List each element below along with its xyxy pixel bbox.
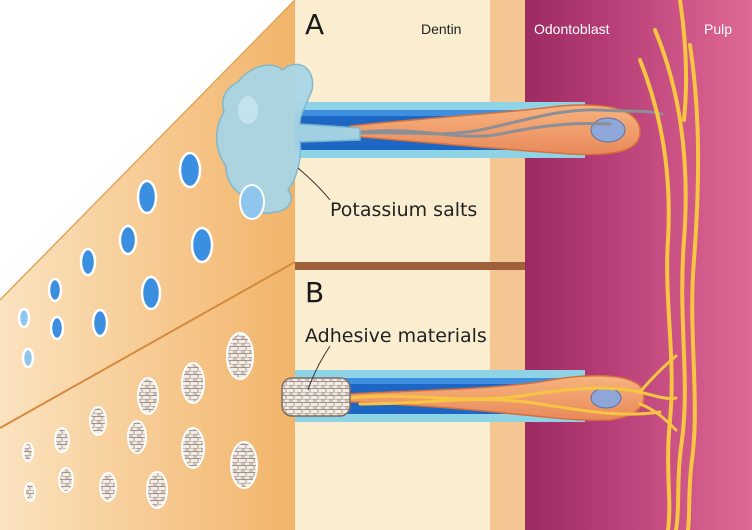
sealed-opening: [99, 472, 117, 502]
adhesive-leader: [307, 345, 331, 391]
panel-label-a: A: [305, 8, 324, 41]
sealed-opening: [146, 471, 168, 509]
layer-label-pulp: Pulp: [704, 21, 732, 37]
sealed-opening: [58, 467, 74, 493]
sealed-opening: [137, 377, 159, 415]
sealed-opening: [181, 362, 205, 404]
tubule-opening: [136, 179, 158, 215]
tubule-opening: [49, 315, 65, 341]
sealed-opening: [127, 420, 147, 454]
nucleus-b: [590, 387, 622, 409]
sealed-opening: [54, 427, 70, 453]
tubule-opening: [140, 275, 162, 311]
pulp-nerves: [638, 0, 701, 530]
panel-divider: [295, 262, 525, 270]
open-tubule-openings: [17, 151, 214, 369]
sealed-opening: [230, 441, 258, 489]
callout-lines: [297, 167, 331, 391]
sealed-opening: [24, 482, 36, 502]
odontoblast-cell-a: [349, 104, 641, 156]
tubule-opening: [178, 151, 202, 189]
tubule-opening: [91, 308, 109, 338]
callout-potassium-salts: Potassium salts: [330, 199, 477, 221]
tubule-opening: [47, 277, 63, 303]
sealed-tubule-openings: [22, 332, 258, 509]
tubule-opening: [118, 224, 138, 256]
tubule-opening: [79, 247, 97, 277]
tubule-opening: [21, 347, 35, 369]
callout-adhesive-materials: Adhesive materials: [305, 325, 487, 347]
potassium-salt-gel: [216, 63, 361, 220]
panel-label-b: B: [305, 276, 324, 309]
sealed-opening: [181, 427, 205, 469]
tubule-opening: [190, 226, 214, 264]
potassium-leader: [297, 167, 331, 201]
tubule-opening: [17, 307, 31, 329]
sealed-opening: [89, 406, 107, 436]
layer-label-dentin: Dentin: [421, 21, 461, 37]
adhesive-plug: [281, 377, 351, 417]
nerve-fibers-b: [348, 354, 678, 432]
odontoblast-layer: [525, 0, 752, 530]
nerve-fibers-a: [338, 108, 664, 138]
sealed-opening: [226, 332, 254, 380]
nucleus-a: [590, 117, 626, 143]
sealed-opening: [22, 442, 34, 462]
layer-label-odontoblast: Odontoblast: [534, 21, 610, 37]
